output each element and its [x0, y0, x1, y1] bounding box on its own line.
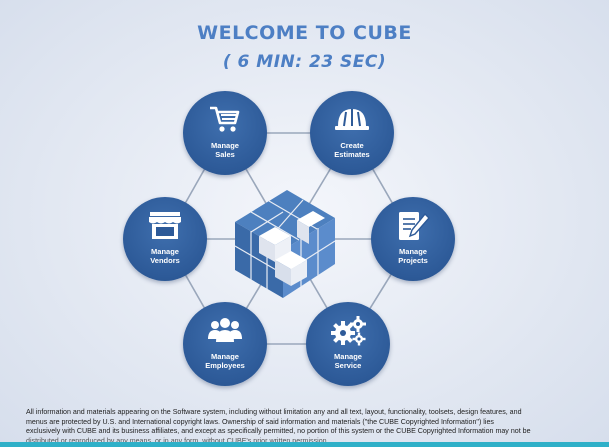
copyright-line: menus are protected by U.S. and Internat…: [26, 417, 494, 426]
storefront-icon: [147, 210, 183, 246]
page-title: WELCOME TO CUBE: [197, 22, 412, 44]
manage-service-label-1: Manage: [334, 352, 362, 361]
shopping-cart-icon: [208, 104, 242, 138]
manage-projects-label-2: Projects: [398, 256, 428, 265]
manage-vendors-label-1: Manage: [151, 247, 179, 256]
bottom-accent-bar: [0, 442, 609, 447]
cube-logo: [234, 190, 336, 298]
gears-icon: [329, 315, 367, 351]
create-estimates-label-1: Create: [340, 141, 364, 150]
manage-service-label-2: Service: [334, 361, 362, 370]
manage-sales-button[interactable]: Manage Sales: [183, 91, 267, 175]
manage-employees-label-2: Employees: [205, 361, 245, 370]
manage-vendors-label-2: Vendors: [150, 256, 180, 265]
manage-vendors-button[interactable]: Manage Vendors: [123, 197, 207, 281]
copyright-line: exclusively with CUBE and its business a…: [26, 427, 531, 436]
hard-hat-icon: [333, 104, 371, 138]
manage-projects-button[interactable]: Manage Projects: [371, 197, 455, 281]
create-estimates-button[interactable]: Create Estimates: [310, 91, 394, 175]
copyright-line: All information and materials appearing …: [26, 408, 522, 416]
create-estimates-label-2: Estimates: [334, 150, 370, 159]
manage-sales-label-2: Sales: [215, 150, 235, 159]
manage-service-button[interactable]: Manage Service: [306, 302, 390, 386]
manage-employees-label-1: Manage: [211, 352, 239, 361]
copyright-line: distributed or reproduced by any means, …: [26, 436, 329, 445]
manage-sales-label-1: Manage: [211, 141, 239, 150]
copyright-notice: All information and materials appearing …: [26, 408, 604, 446]
manage-employees-button[interactable]: Manage Employees: [183, 302, 267, 386]
duration-label: ( 6 MIN: 23 SEC): [222, 52, 387, 72]
document-pencil-icon: [395, 210, 431, 246]
manage-projects-label-1: Manage: [399, 247, 427, 256]
people-icon: [206, 315, 244, 349]
